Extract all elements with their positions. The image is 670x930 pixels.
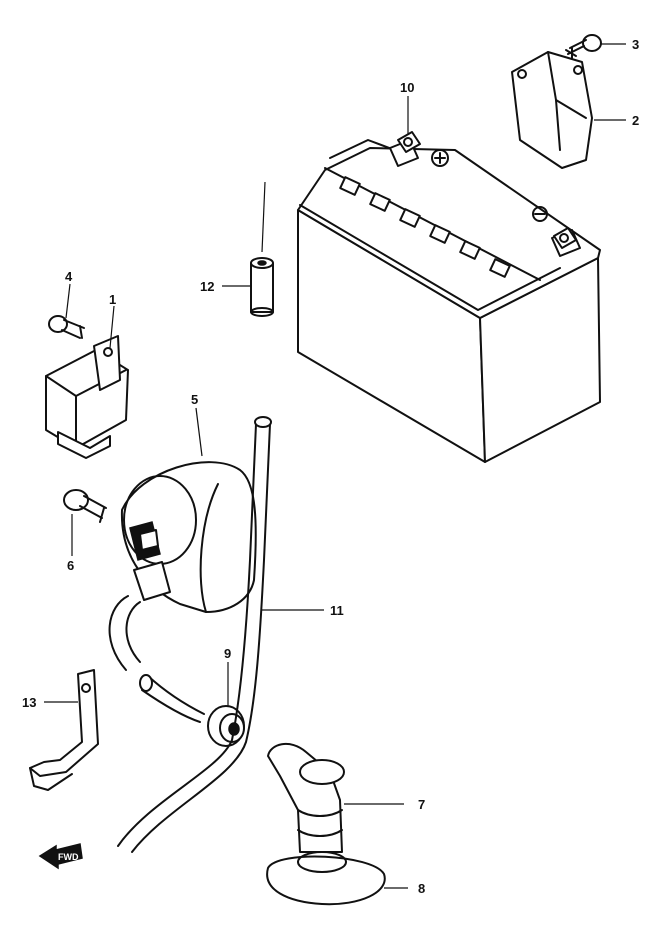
callout-9: 9 bbox=[224, 646, 231, 661]
ignition-coil bbox=[120, 461, 257, 613]
mounting-bracket bbox=[29, 669, 99, 791]
callout-5: 5 bbox=[191, 392, 198, 407]
spark-plug-cap bbox=[267, 742, 345, 853]
screw-top-right bbox=[565, 34, 602, 59]
long-hose bbox=[117, 416, 272, 853]
battery-vent-caps bbox=[339, 176, 511, 278]
battery bbox=[297, 139, 601, 463]
callout-1: 1 bbox=[109, 292, 116, 307]
callout-2: 2 bbox=[632, 113, 639, 128]
fwd-indicator: FWD bbox=[38, 843, 83, 870]
relay bbox=[45, 335, 129, 459]
callout-7: 7 bbox=[418, 797, 425, 812]
spacer-tube bbox=[250, 181, 274, 317]
terminal-bolt-right bbox=[553, 227, 577, 249]
regulator-unit bbox=[511, 51, 593, 169]
screw-relay bbox=[48, 315, 85, 339]
bolt-coil bbox=[63, 489, 107, 523]
callout-8: 8 bbox=[418, 881, 425, 896]
battery-terminal-marks bbox=[431, 149, 548, 222]
callout-12: 12 bbox=[200, 279, 214, 294]
terminal-bolt bbox=[397, 131, 421, 153]
callout-3: 3 bbox=[632, 37, 639, 52]
callout-13: 13 bbox=[22, 695, 36, 710]
callout-11: 11 bbox=[330, 603, 344, 618]
leader-lines bbox=[44, 43, 626, 889]
arrow-left-icon bbox=[38, 843, 83, 870]
callout-6: 6 bbox=[67, 558, 74, 573]
fwd-label: FWD bbox=[58, 852, 79, 862]
callout-4: 4 bbox=[65, 269, 73, 284]
grommet bbox=[207, 705, 245, 747]
callout-10: 10 bbox=[400, 80, 414, 95]
high-tension-cord bbox=[108, 595, 205, 723]
callout-numbers: 1 2 3 4 5 6 7 8 9 10 11 12 13 bbox=[22, 37, 639, 896]
spark-plug-cover bbox=[266, 851, 386, 906]
